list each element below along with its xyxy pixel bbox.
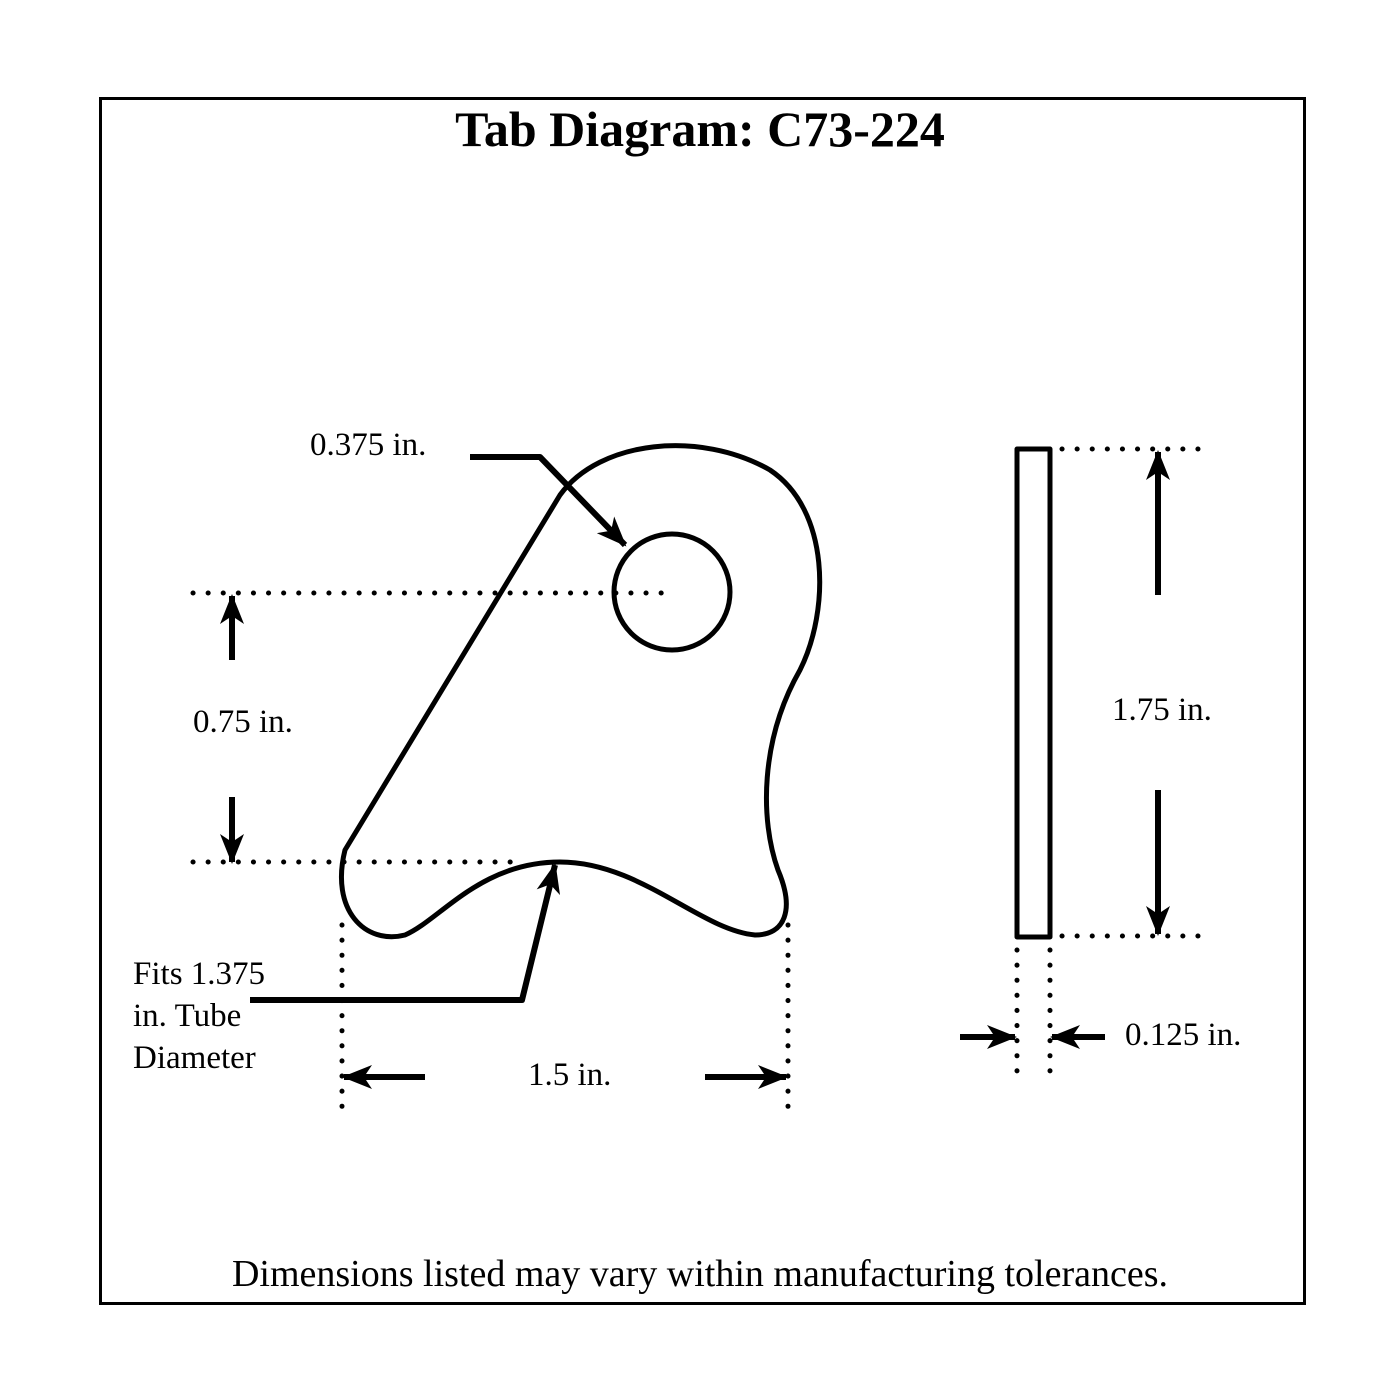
tolerance-note: Dimensions listed may vary within manufa… xyxy=(231,1253,1169,1295)
diagram-frame xyxy=(99,97,1306,1305)
width-label: 1.5 in. xyxy=(528,1057,612,1093)
height-label: 1.75 in. xyxy=(1112,692,1212,728)
tab-outline xyxy=(338,443,823,940)
side-profile xyxy=(1014,446,1053,940)
tube-fit-label: Fits 1.375 in. Tube Diameter xyxy=(133,953,265,1079)
hole-leader-arrow xyxy=(470,454,628,548)
hole-height-label: 0.75 in. xyxy=(193,704,293,740)
tube-fit-line: in. Tube xyxy=(133,998,242,1034)
dimension-arrows xyxy=(220,450,1170,1089)
tube-leader-arrow xyxy=(250,863,561,1003)
hole-diameter-label: 0.375 in. xyxy=(310,427,427,463)
diagram-title: Tab Diagram: C73-224 xyxy=(455,101,945,157)
tube-fit-line: Diameter xyxy=(133,1040,256,1076)
thickness-label: 0.125 in. xyxy=(1125,1017,1242,1053)
dimension-dotted-lines xyxy=(190,446,1203,1118)
tube-fit-line: Fits 1.375 xyxy=(133,956,266,992)
